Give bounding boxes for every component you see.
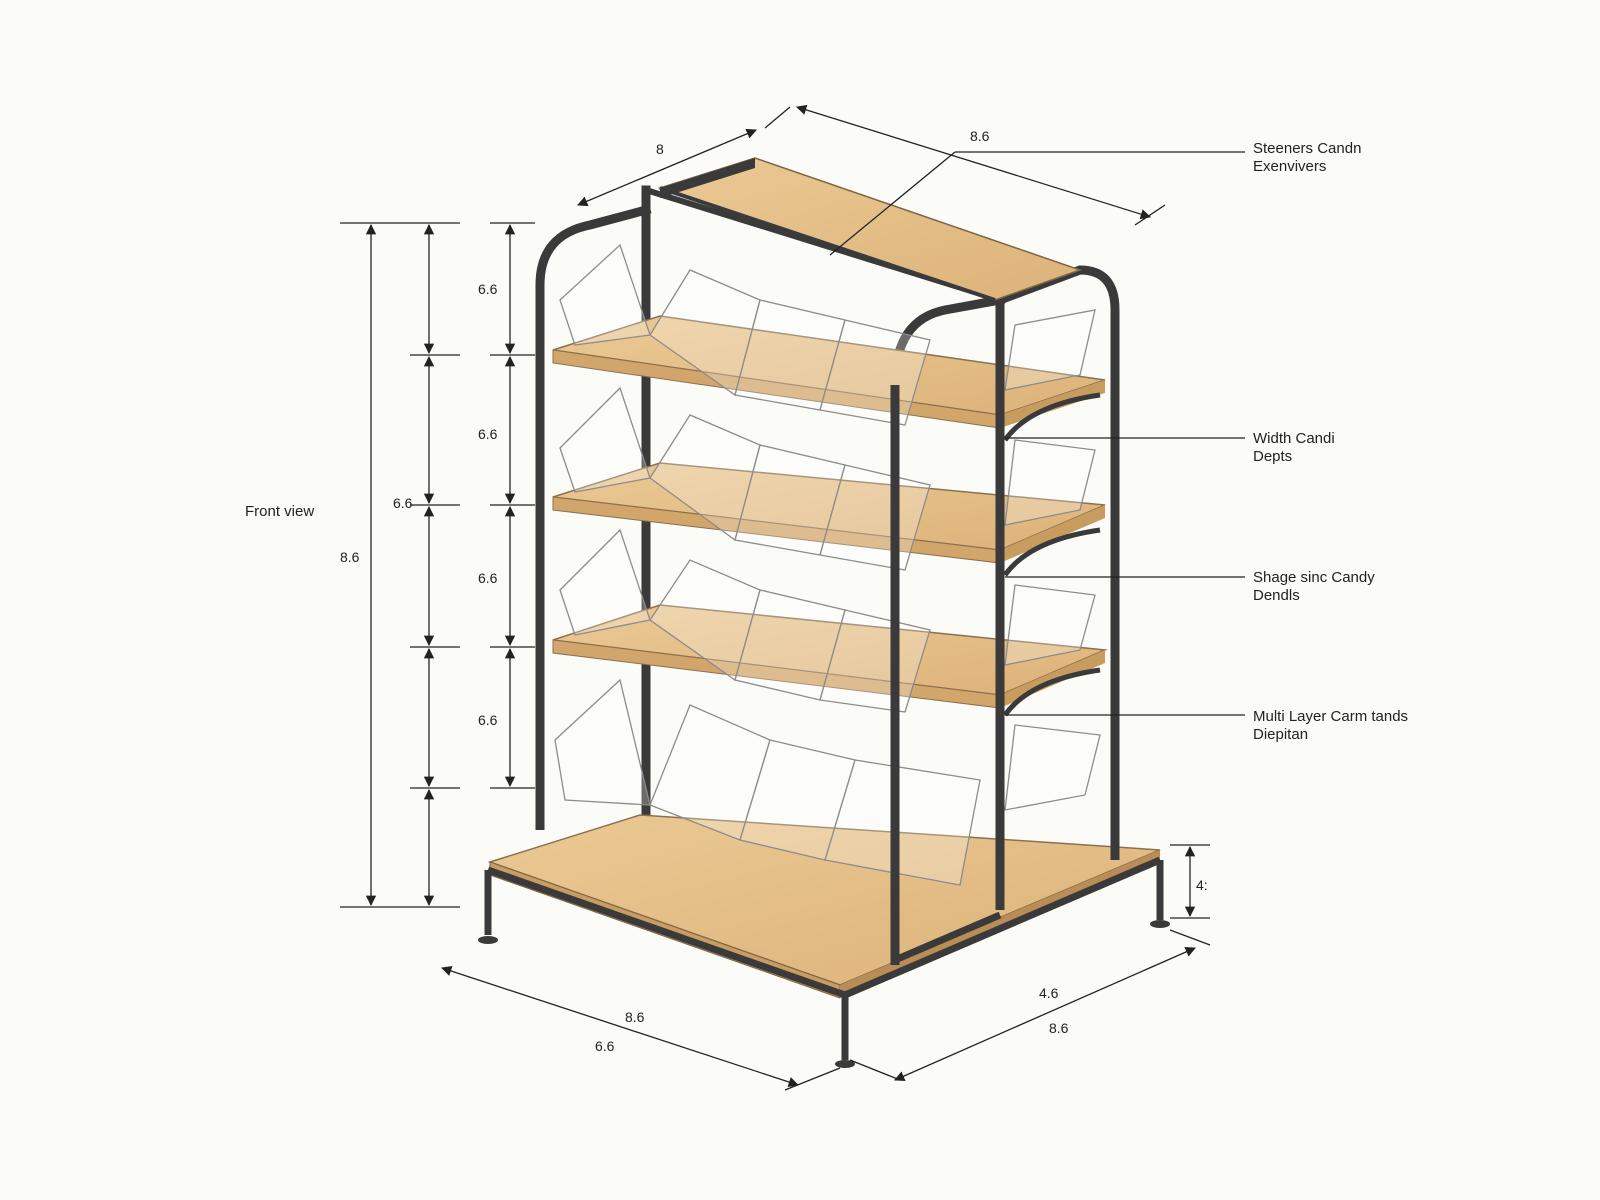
callout-2-line-1: Width Candi [1253, 430, 1335, 447]
dim-tier-2: 6.6 [478, 426, 498, 442]
dim-base-height: 4: [1196, 877, 1208, 893]
dimension-lines [340, 104, 1245, 1091]
callout-2-line-2: Depts [1253, 448, 1292, 465]
dim-top-depth: 8 [656, 141, 664, 157]
rack-brackets [1002, 392, 1101, 717]
display-rack [478, 157, 1170, 1068]
view-label: Front view [245, 503, 314, 520]
rack-front-frame [535, 285, 1120, 965]
dim-inner-height: 6.6 [393, 495, 413, 511]
dim-top-width: 8.6 [970, 128, 990, 144]
dim-bottom-side-2: 8.6 [1049, 1020, 1069, 1036]
shelf-tier-1 [552, 315, 1106, 429]
callout-1-line-2: Exenvivers [1253, 158, 1326, 175]
callout-1-line-1: Steeners Candn [1253, 140, 1361, 157]
callout-labels: Steeners Candn Exenvivers Width Candi De… [1253, 140, 1408, 743]
dim-overall-height: 8.6 [340, 549, 360, 565]
candy-bins [554, 243, 1101, 886]
callout-3-line-2: Dendls [1253, 587, 1300, 604]
callout-4-line-1: Multi Layer Carm tands [1253, 708, 1408, 725]
dim-tier-3: 6.6 [478, 570, 498, 586]
dim-bottom-front-1: 8.6 [625, 1009, 645, 1025]
dim-tier-1: 6.6 [478, 281, 498, 297]
dim-tier-4: 6.6 [478, 712, 498, 728]
callout-4-line-2: Diepitan [1253, 726, 1308, 743]
dimension-labels: 8 8.6 8.6 6.6 6.6 6.6 6.6 6.6 4: 8.6 6.6… [245, 128, 1208, 1054]
dim-bottom-side-1: 4.6 [1039, 985, 1059, 1001]
callout-3-line-1: Shage sinc Candy [1253, 569, 1375, 586]
rack-top-shelf [657, 157, 1083, 302]
dim-bottom-front-2: 6.6 [595, 1038, 615, 1054]
rack-feet [478, 920, 1170, 1068]
